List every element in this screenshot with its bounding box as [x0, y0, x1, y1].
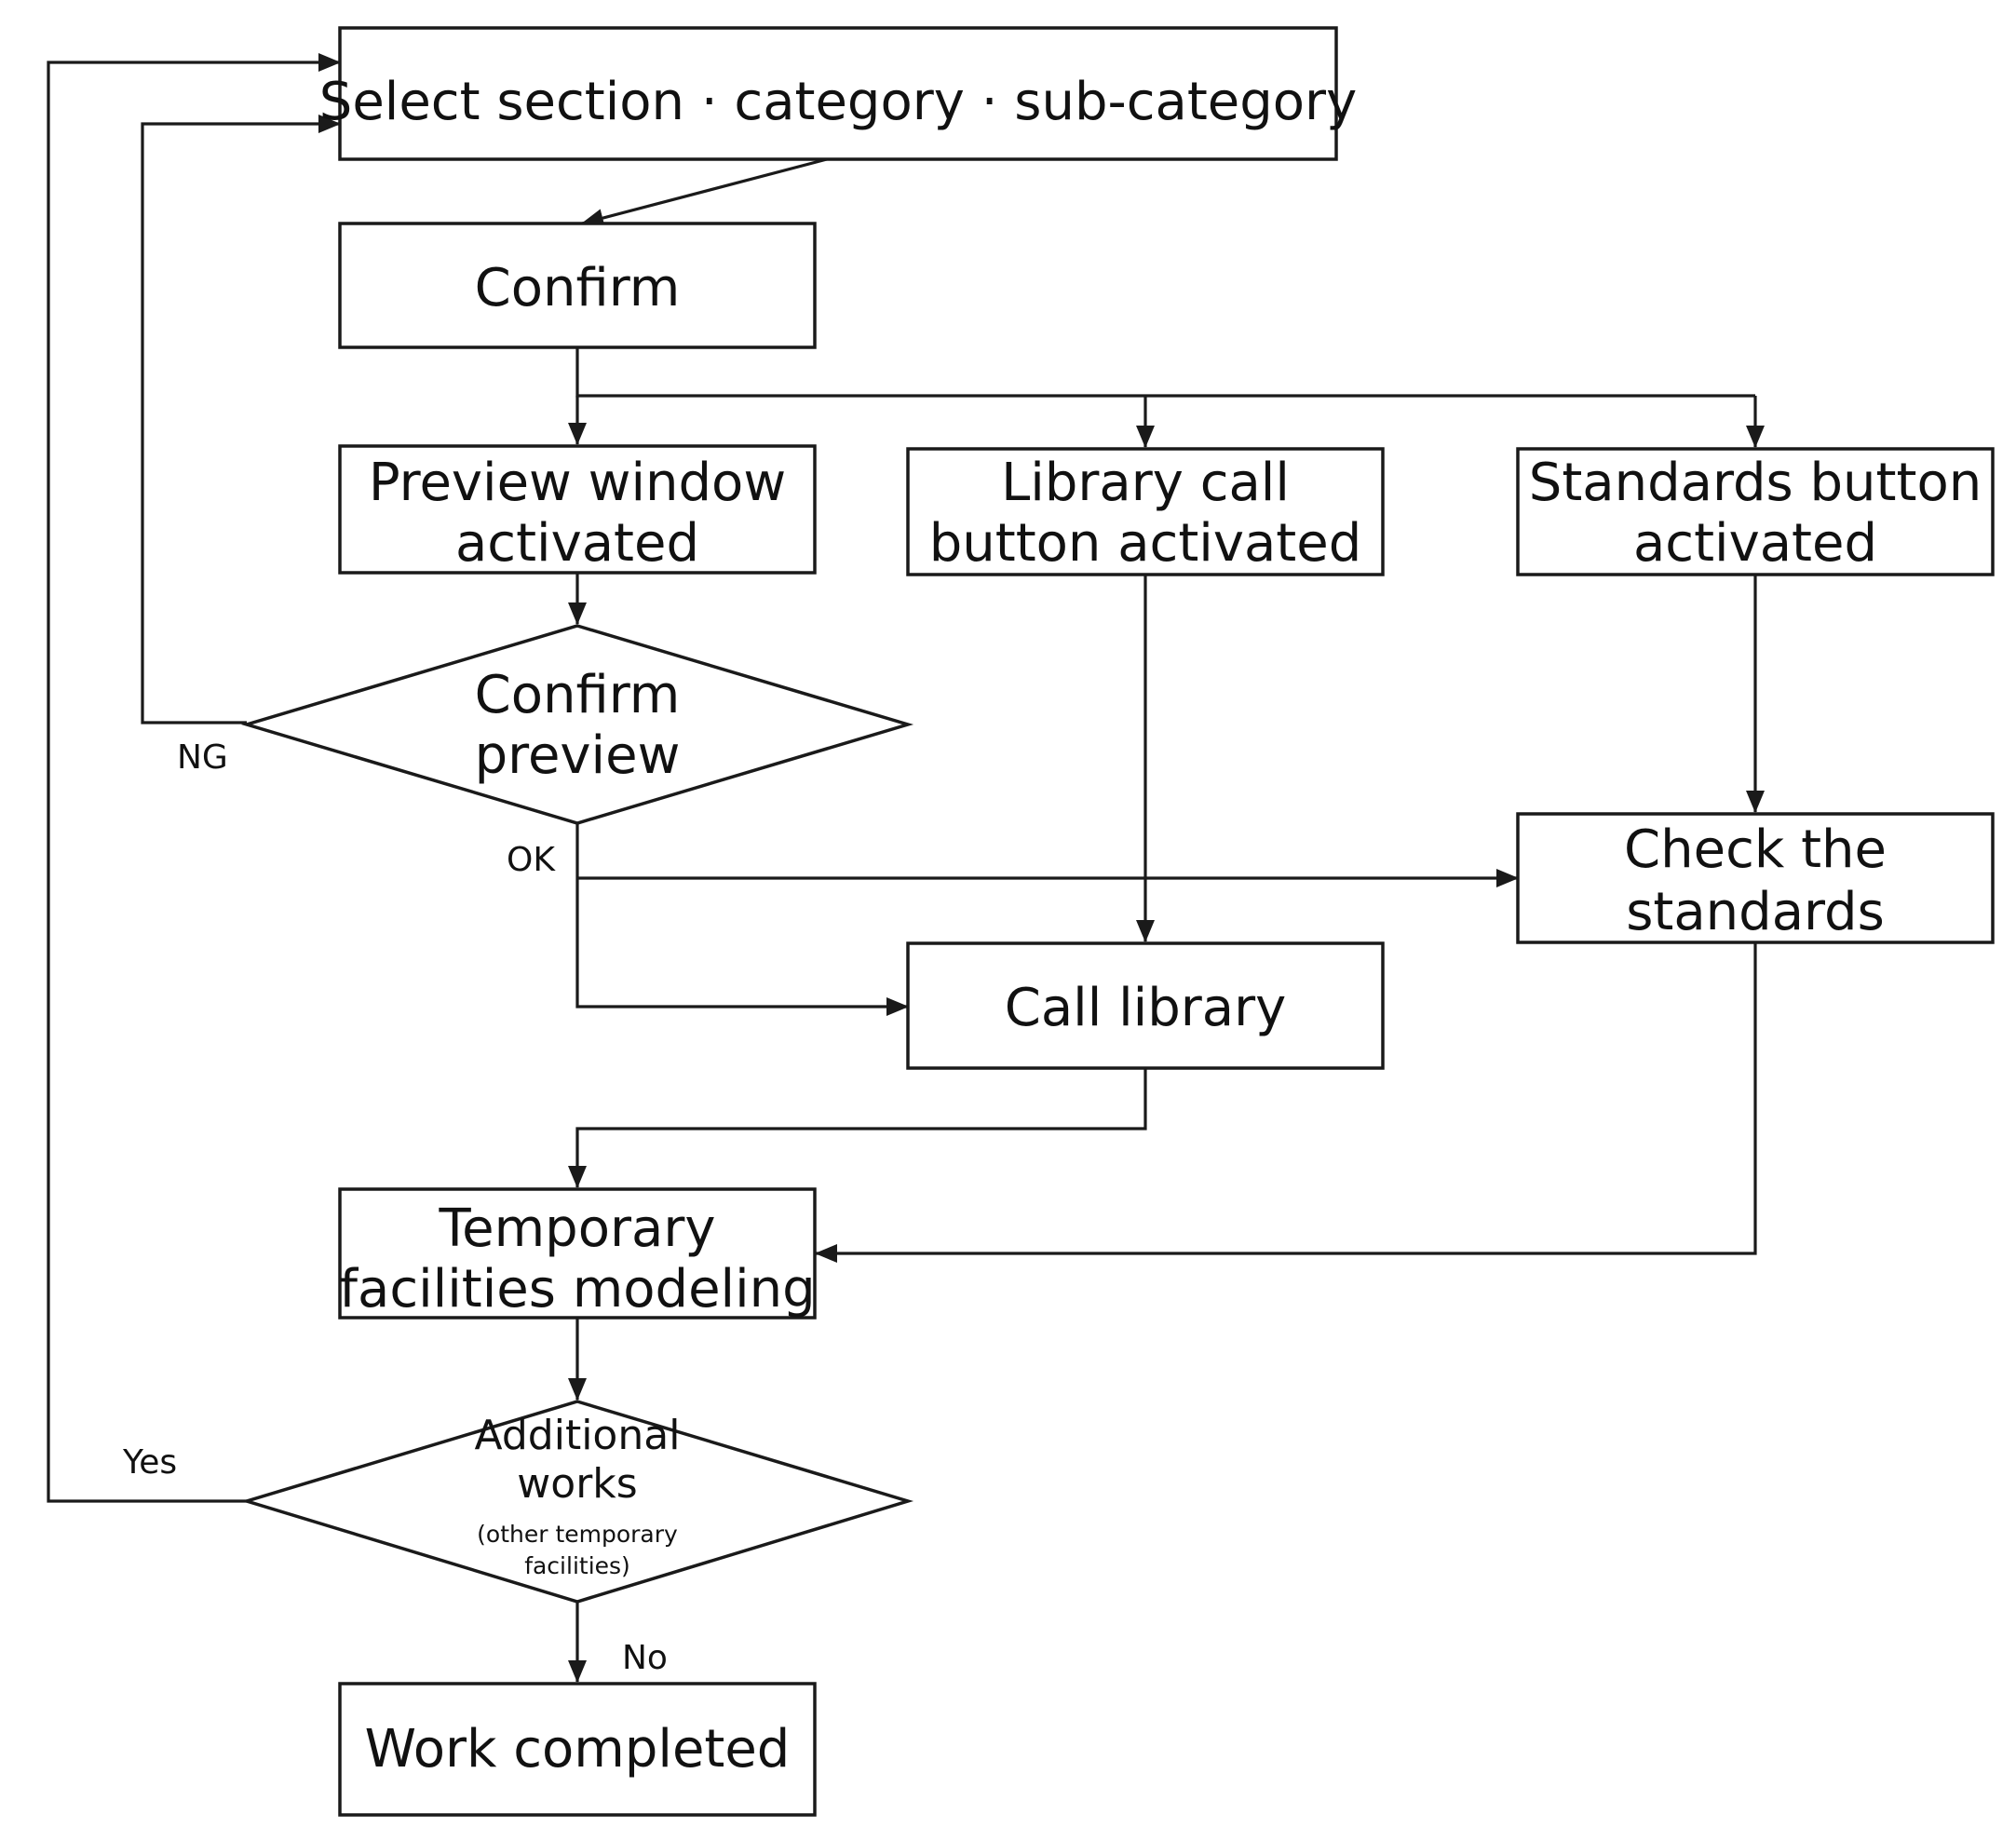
preview-window-box: Preview window activated	[338, 444, 817, 575]
connector-ng-loop	[141, 115, 341, 724]
connector-call-library-to-modeling	[568, 1068, 1147, 1188]
temp-modeling-label-2: facilities modeling	[339, 1259, 815, 1320]
check-standards-label-1: Check the	[1624, 819, 1887, 880]
standards-button-label-1: Standards button	[1529, 453, 1982, 513]
temp-modeling-label-1: Temporary	[438, 1198, 715, 1259]
work-completed-box: Work completed	[338, 1682, 817, 1817]
preview-window-label-2: activated	[455, 513, 699, 574]
edge-label-no: No	[622, 1639, 668, 1677]
standards-button-label-2: activated	[1633, 513, 1877, 574]
additional-works-label-4: facilities)	[524, 1552, 630, 1579]
check-standards-box: Check the standards	[1516, 812, 1995, 944]
temp-modeling-box: Temporary facilities modeling	[338, 1187, 817, 1320]
confirm-label: Confirm	[475, 258, 681, 318]
confirm-preview-label-1: Confirm	[475, 665, 681, 725]
confirm-box: Confirm	[338, 222, 817, 349]
select-section-box: Select section · category · sub-category	[319, 26, 1357, 161]
additional-works-decision: Additional works (other temporary facili…	[240, 1400, 914, 1604]
connector-yes-loop	[47, 53, 341, 1503]
standards-button-box: Standards button activated	[1516, 447, 1995, 576]
confirm-preview-label-2: preview	[475, 725, 681, 786]
library-button-box: Library call button activated	[906, 447, 1385, 576]
connector-confirm-branch	[575, 347, 1755, 398]
edge-label-ng: NG	[177, 738, 228, 777]
call-library-label: Call library	[1005, 978, 1287, 1038]
additional-works-label-3: (other temporary	[477, 1521, 678, 1548]
call-library-box: Call library	[906, 941, 1385, 1070]
library-button-label-1: Library call	[1001, 453, 1290, 513]
edge-label-ok: OK	[507, 841, 556, 879]
library-button-label-2: button activated	[929, 513, 1362, 574]
connector-check-standards-to-modeling	[815, 942, 1757, 1263]
additional-works-label-1: Additional	[475, 1412, 681, 1459]
select-section-label: Select section · category · sub-category	[319, 72, 1357, 132]
preview-window-label-1: Preview window	[369, 453, 786, 513]
confirm-preview-decision: Confirm preview	[240, 624, 914, 825]
additional-works-label-2: works	[517, 1460, 637, 1508]
connector-ok-to-call-library	[575, 823, 909, 1016]
check-standards-label-2: standards	[1626, 882, 1885, 942]
edge-label-yes: Yes	[122, 1443, 177, 1482]
work-completed-label: Work completed	[365, 1719, 791, 1780]
connector-select-to-confirm	[581, 157, 828, 227]
